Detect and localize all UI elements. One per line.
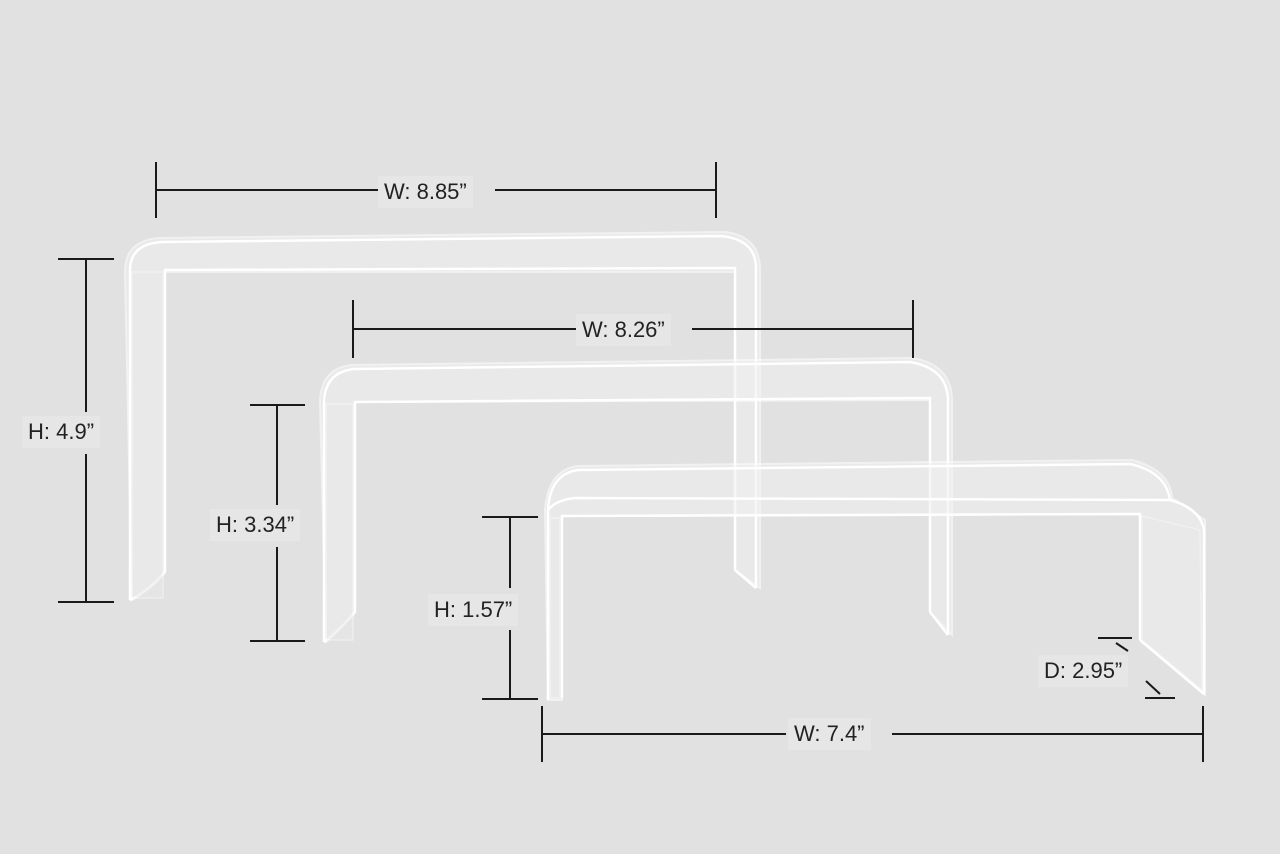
small-height-dimension-line <box>482 516 538 700</box>
medium-width-dimension-line <box>352 300 914 358</box>
large-width-dimension-line <box>155 162 717 218</box>
small-depth-dimension-line <box>1098 637 1175 699</box>
large-height-dimension-line <box>58 258 114 603</box>
large-height-label: H: 4.9” <box>22 416 101 448</box>
small-height-label: H: 1.57” <box>428 594 519 626</box>
medium-width-label: W: 8.26” <box>576 314 671 346</box>
large-riser <box>123 230 761 602</box>
medium-height-label: H: 3.34” <box>210 509 301 541</box>
large-width-label: W: 8.85” <box>378 176 473 208</box>
small-depth-label: D: 2.95” <box>1038 655 1129 687</box>
small-width-label: W: 7.4” <box>788 718 871 750</box>
medium-riser <box>318 356 953 645</box>
medium-height-dimension-line <box>250 404 305 642</box>
small-width-dimension-line <box>541 706 1204 762</box>
small-riser <box>543 458 1206 701</box>
